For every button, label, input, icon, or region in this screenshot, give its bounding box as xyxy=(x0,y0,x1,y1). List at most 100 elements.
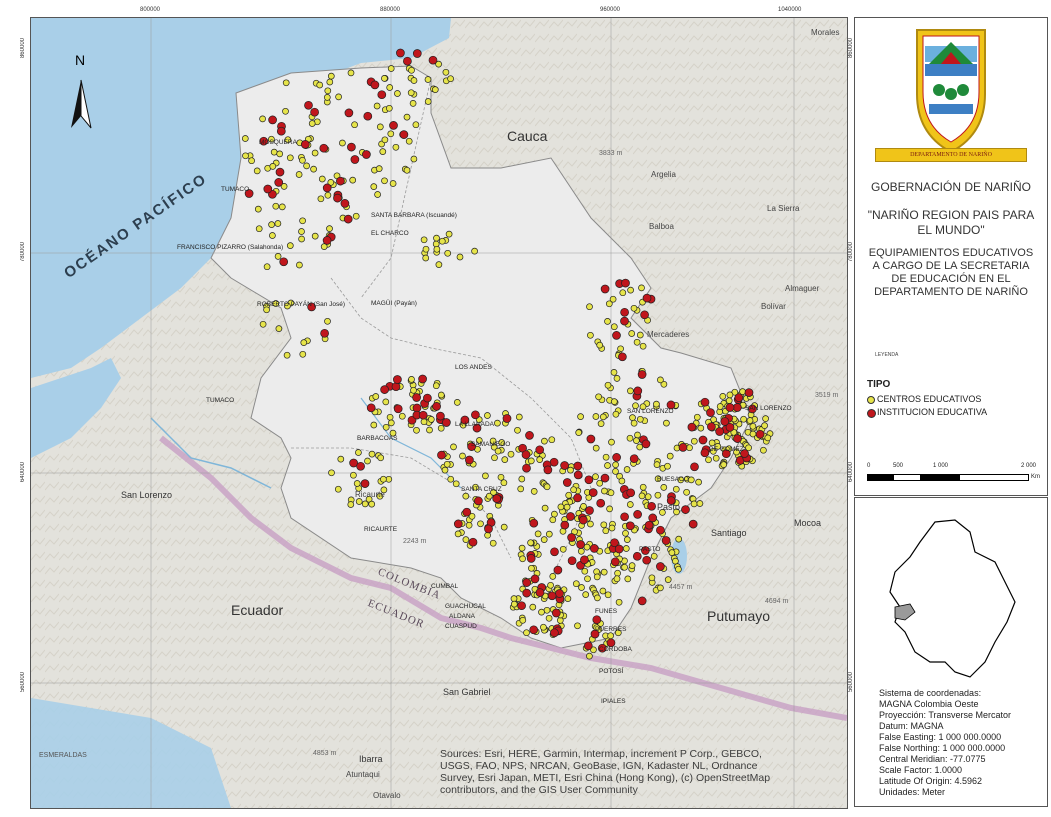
place-label: La Sierra xyxy=(767,204,800,213)
map-canvas[interactable]: N OCÉANO PACÍFICO Cauca Ecuador Putumayo… xyxy=(30,17,848,809)
coord-line: Central Meridian: -77.0775 xyxy=(879,754,986,764)
institucion-marker xyxy=(586,434,596,444)
centro-marker xyxy=(248,157,255,165)
centro-marker xyxy=(605,300,613,308)
institucion-marker xyxy=(632,551,642,561)
centro-symbol-icon xyxy=(867,396,875,404)
centro-marker xyxy=(296,261,303,269)
institucion-marker xyxy=(453,519,463,529)
place-label: EL CHARCO xyxy=(371,230,409,237)
centro-marker xyxy=(477,520,484,528)
centro-marker xyxy=(638,284,645,292)
centro-marker xyxy=(413,426,420,434)
left-tick-3: 640000 xyxy=(20,462,26,483)
centro-marker xyxy=(578,584,585,591)
institucion-marker xyxy=(700,397,710,407)
legend-heading: LEYENDA xyxy=(875,352,899,358)
centro-marker xyxy=(587,520,594,528)
institucion-marker xyxy=(560,520,570,530)
ocean-area xyxy=(31,18,451,378)
institucion-marker xyxy=(244,189,254,198)
centro-marker xyxy=(270,148,278,156)
place-label: Morales xyxy=(811,28,840,37)
place-label: PASTO xyxy=(639,546,661,553)
institucion-marker xyxy=(268,115,277,125)
centro-marker xyxy=(379,148,387,155)
centro-marker xyxy=(382,423,390,431)
centro-marker xyxy=(424,76,432,83)
institucion-marker xyxy=(700,448,710,458)
place-label: IPIALES xyxy=(601,698,626,705)
legend-panel: LEYENDA TIPO CENTROS EDUCATIVOS INSTITUC… xyxy=(854,340,1048,436)
institucion-marker xyxy=(356,461,365,471)
centro-marker xyxy=(408,376,415,383)
institucion-marker xyxy=(698,435,708,445)
centro-marker xyxy=(529,603,537,611)
centro-marker xyxy=(762,415,769,422)
centro-marker xyxy=(683,488,690,496)
institucion-marker xyxy=(522,463,531,473)
centro-marker xyxy=(268,135,275,143)
centro-marker xyxy=(644,493,652,501)
elevation-label: 4694 m xyxy=(765,598,789,605)
centro-marker xyxy=(549,573,557,580)
elevation-label: 2243 m xyxy=(403,538,427,545)
institucion-symbol-icon xyxy=(867,409,876,418)
centro-marker xyxy=(653,400,660,408)
institucion-marker xyxy=(641,439,651,449)
centro-marker xyxy=(317,195,325,203)
place-label: MOSQUERA xyxy=(259,139,297,146)
institucion-marker xyxy=(661,536,671,545)
centro-marker xyxy=(263,263,271,271)
place-label: FRANCISCO PIZARRO (Salahonda) xyxy=(177,244,284,251)
centro-marker xyxy=(549,516,557,524)
institucion-marker xyxy=(620,512,629,522)
centro-marker xyxy=(274,220,282,227)
top-tick-2: 880000 xyxy=(380,7,401,13)
centro-marker xyxy=(705,456,712,464)
institucion-marker xyxy=(418,374,427,384)
centro-marker xyxy=(657,584,664,592)
centro-marker xyxy=(622,529,629,537)
institucion-marker xyxy=(678,443,688,452)
centro-marker xyxy=(241,135,249,142)
centro-marker xyxy=(664,576,672,583)
centro-marker xyxy=(610,323,618,331)
institucion-marker xyxy=(642,555,652,565)
centro-marker xyxy=(370,421,378,429)
centro-marker xyxy=(606,505,613,513)
map-description: EQUIPAMIENTOS EDUCATIVOS A CARGO DE LA S… xyxy=(868,247,1034,298)
institucion-marker xyxy=(690,462,699,472)
institucion-marker xyxy=(567,533,576,542)
centro-marker xyxy=(628,562,636,569)
institucion-marker xyxy=(310,107,319,117)
centro-marker xyxy=(709,447,717,455)
institucion-marker xyxy=(322,183,332,193)
centro-marker xyxy=(462,536,470,543)
centro-marker xyxy=(761,422,768,429)
centro-marker xyxy=(376,123,384,131)
coord-line: MAGNA Colombia Oeste xyxy=(879,699,979,709)
centro-marker xyxy=(538,608,545,616)
centro-marker xyxy=(364,457,371,465)
centro-marker xyxy=(282,107,289,115)
place-label: SAN LORENZO xyxy=(745,405,792,412)
centro-marker xyxy=(602,527,610,535)
institucion-marker xyxy=(688,519,698,529)
institucion-marker xyxy=(720,417,730,426)
institucion-marker xyxy=(614,544,624,554)
place-label: San Lorenzo xyxy=(121,490,173,500)
institucion-marker xyxy=(418,410,428,420)
centro-marker xyxy=(284,136,292,144)
centro-marker xyxy=(716,403,724,410)
institucion-marker xyxy=(590,629,600,639)
place-label: RICAURTE xyxy=(364,526,398,533)
centro-marker xyxy=(370,183,378,190)
institucion-marker xyxy=(322,236,332,245)
centro-marker xyxy=(628,330,636,337)
institucion-marker xyxy=(576,540,585,549)
institucion-marker xyxy=(300,140,310,149)
centro-marker xyxy=(351,121,358,129)
institucion-marker xyxy=(366,403,376,413)
institucion-marker xyxy=(584,475,594,485)
